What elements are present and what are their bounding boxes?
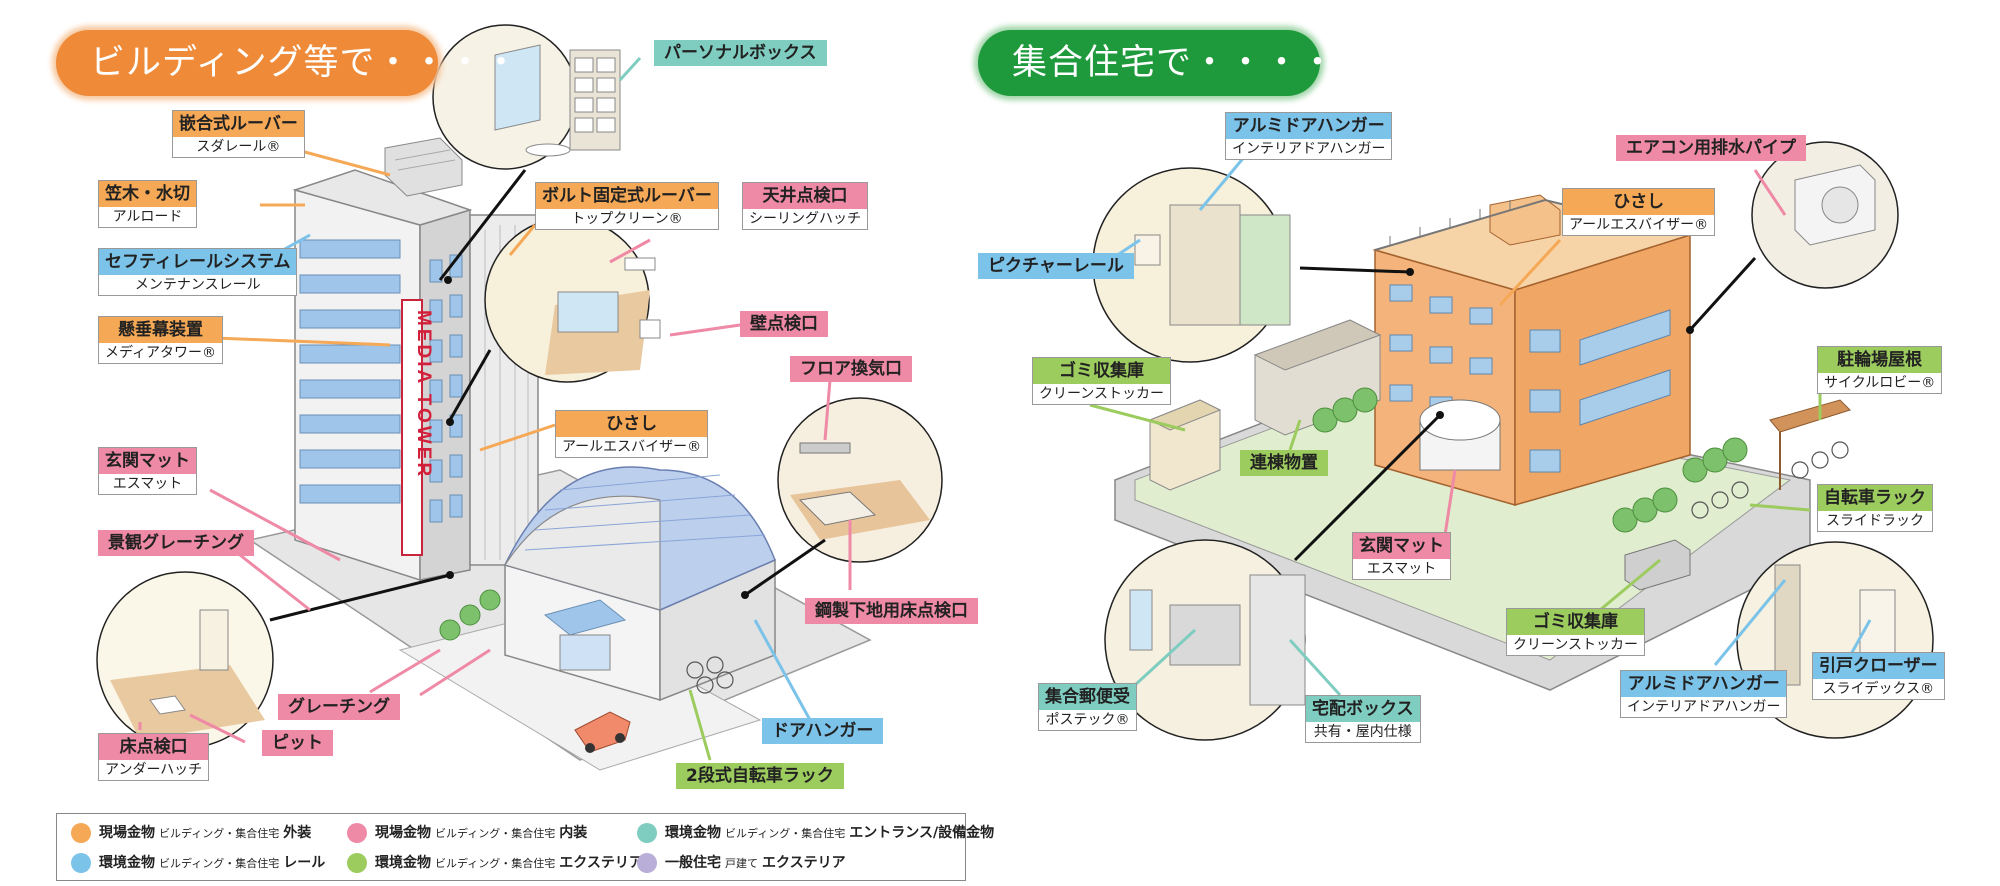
label-wall-hatch: 壁点検口 [740, 311, 828, 337]
label-bicycle-roof: 駐輪場屋根 サイクルロビー® [1817, 346, 1943, 394]
label-bike-rack-slide: 自転車ラック スライドラック [1817, 484, 1933, 532]
room-detail [545, 257, 661, 375]
locker-detail [494, 44, 621, 157]
legend-item: 現場金物ビルディング・集合住宅外装 [71, 822, 311, 845]
legend-item: 環境金物ビルディング・集合住宅エントランス/設備金物 [637, 822, 994, 845]
legend-dot [347, 853, 367, 873]
label-hisashi-right: ひさし アールエスバイザー® [1562, 188, 1716, 236]
label-grating: グレーチング [278, 694, 400, 720]
label-garbage-storage-bottom: ゴミ収集庫 クリーンストッカー [1506, 608, 1646, 656]
legend-dot [71, 823, 91, 843]
label-mat-right: 玄関マット エスマット [1352, 532, 1451, 580]
label-row-storage: 連棟物置 [1240, 450, 1328, 476]
label-pit: ピット [262, 730, 333, 756]
left-title: ビルディング等で・・・・ [56, 30, 519, 96]
label-sliding-closer: 引戸クローザー スライデックス® [1812, 652, 1945, 700]
label-delivery-box: 宅配ボックス 共有・屋内仕様 [1305, 695, 1421, 743]
label-door-hanger: ドアハンガー [762, 718, 884, 744]
closet-detail [1134, 204, 1291, 326]
label-safety-rail: セフティレールシステム メンテナンスレール [98, 248, 298, 296]
label-garbage-storage-top: ゴミ収集庫 クリーンストッカー [1032, 357, 1172, 405]
aircon-detail [1794, 164, 1876, 246]
label-curtain-device: 懸垂幕装置 メディアタワー® [98, 316, 224, 364]
label-aircon-pipe: エアコン用排水パイプ [1616, 135, 1806, 161]
label-kanrou-louver: 嵌合式ルーバー スダレール® [172, 110, 305, 158]
legend-item: 一般住宅戸建てエクステリア [637, 852, 846, 875]
label-kasagi: 笠木・水切 アルロード [98, 180, 197, 228]
mailbox-detail [1129, 574, 1306, 706]
label-picture-rail: ピクチャーレール [978, 253, 1134, 279]
right-title: 集合住宅で・・・・ [978, 30, 1335, 96]
building-sign: MEDIA TOWER [413, 310, 434, 479]
label-hisashi-left: ひさし アールエスバイザー® [555, 410, 709, 458]
building-scene: MEDIA TOWER [96, 24, 943, 771]
label-steel-floor-hatch: 鋼製下地用床点検口 [805, 598, 978, 624]
entry-detail [110, 609, 265, 740]
floor-detail [790, 442, 930, 540]
label-alumi-hanger-top: アルミドアハンガー インテリアドアハンガー [1225, 112, 1393, 160]
label-bike-rack-2tier: 2段式自転車ラック [676, 763, 844, 789]
label-personal-box: パーソナルボックス [654, 40, 827, 66]
label-landscape-grating: 景観グレーチング [98, 530, 254, 556]
label-mat-left: 玄関マット エスマット [98, 447, 197, 495]
label-floor-vent: フロア換気口 [790, 356, 912, 382]
label-mailbox: 集合郵便受 ポステック® [1038, 683, 1137, 731]
legend-item: 環境金物ビルディング・集合住宅エクステリア [347, 852, 643, 875]
legend: 現場金物ビルディング・集合住宅外装 現場金物ビルディング・集合住宅内装 環境金物… [56, 813, 994, 881]
legend-dot [637, 823, 657, 843]
label-floor-hatch: 床点検口 アンダーハッチ [98, 733, 210, 781]
legend-item: 現場金物ビルディング・集合住宅内装 [347, 822, 587, 845]
legend-dot [347, 823, 367, 843]
legend-dot [637, 853, 657, 873]
label-bolt-louver: ボルト固定式ルーバー トップクリーン® [535, 182, 719, 230]
label-ceiling-hatch: 天井点検口 シーリングハッチ [742, 182, 868, 230]
label-alumi-hanger-bottom: アルミドアハンガー インテリアドアハンガー [1620, 670, 1788, 718]
legend-dot [71, 853, 91, 873]
legend-item: 環境金物ビルディング・集合住宅レール [71, 852, 325, 875]
